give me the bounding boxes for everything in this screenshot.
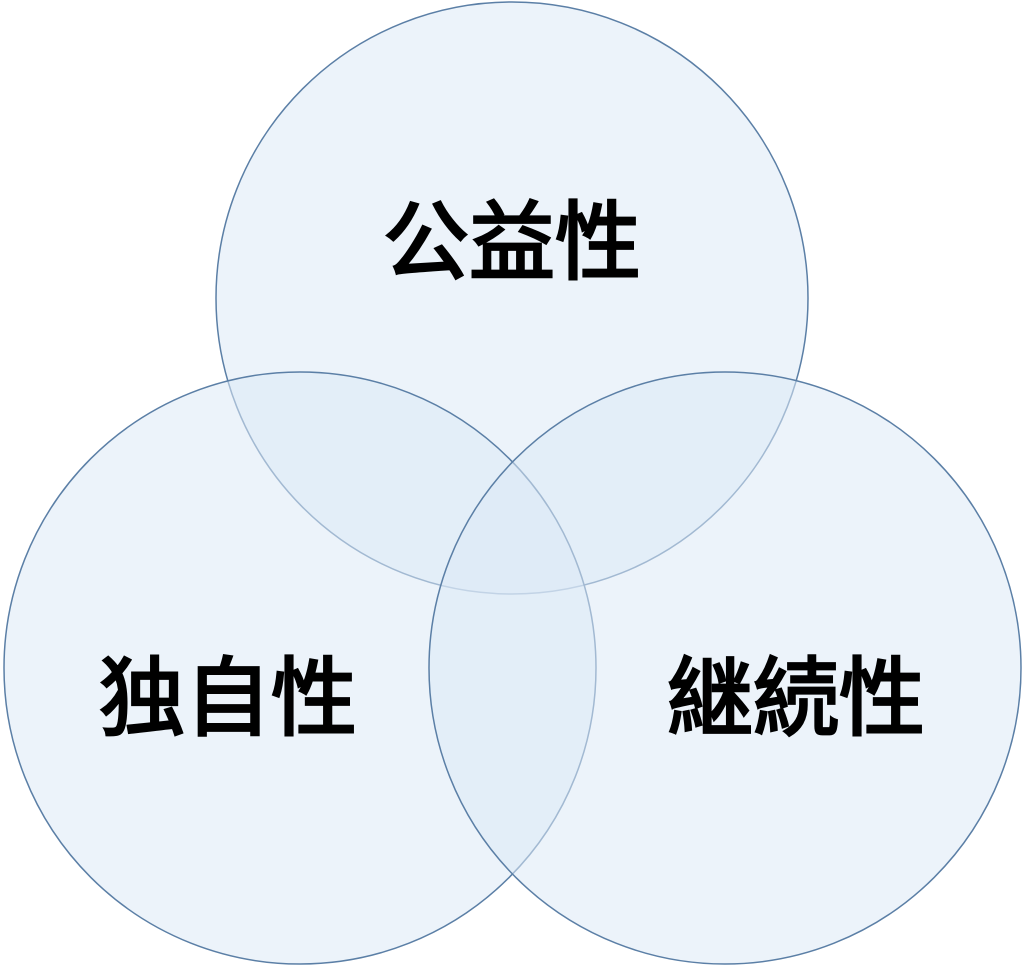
label-left: 独自性: [99, 649, 357, 749]
venn-circles: [3, 1, 1022, 965]
label-right: 継続性: [667, 649, 925, 749]
label-top: 公益性: [383, 193, 641, 293]
circle-right: [428, 371, 1022, 965]
